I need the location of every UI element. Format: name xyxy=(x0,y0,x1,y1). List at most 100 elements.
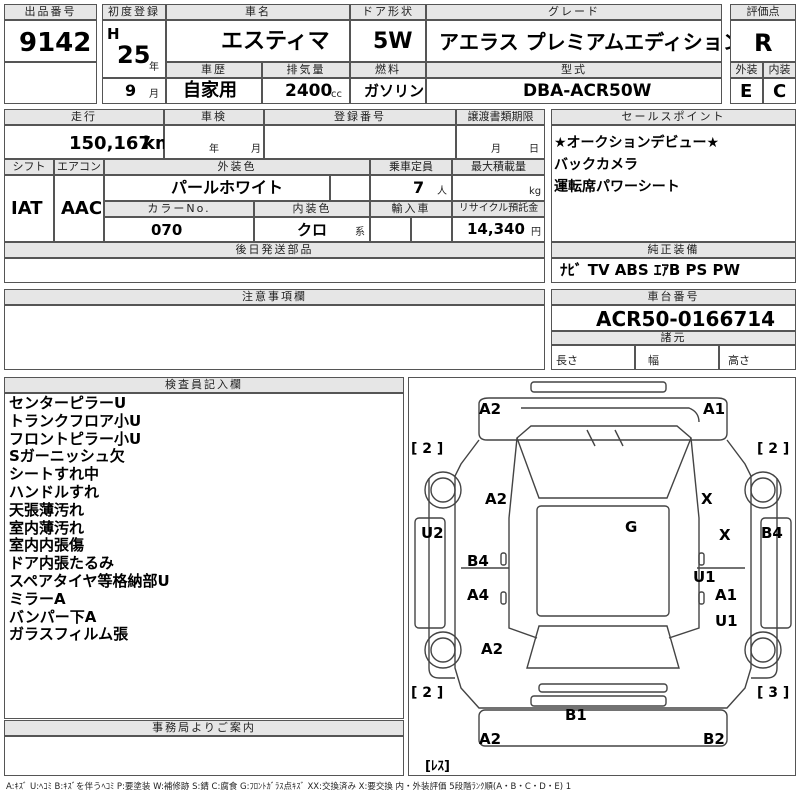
reg-no-header: 登録番号 xyxy=(264,109,456,125)
mileage-value: 150,167 xyxy=(69,133,151,154)
displacement-unit: cc xyxy=(331,89,342,100)
fuel-header: 燃料 xyxy=(350,62,426,78)
grade-cell: アエラス プレミアムエディション xyxy=(426,20,743,62)
import-header: 輸入車 xyxy=(370,201,452,217)
import-cell-2 xyxy=(411,217,452,242)
bracket-label: [ 2 ] xyxy=(411,685,444,701)
equipment-value: ﾅﾋﾞ TV ABS ｴｱB PS PW xyxy=(560,261,741,279)
lot-no-cell: 9142 xyxy=(4,20,97,62)
lot-no-blank xyxy=(4,62,97,104)
sales-point-header: セールスポイント xyxy=(551,109,796,125)
inspector-note: トランクフロア小U xyxy=(9,411,142,430)
ext-color-header: 外装色 xyxy=(104,159,370,175)
import-cell-1 xyxy=(370,217,411,242)
ext-color-value: パールホワイト xyxy=(171,178,284,197)
first-reg-cell: H 25 年 xyxy=(102,20,166,78)
history-header: 車歴 xyxy=(166,62,262,78)
sales-point-list: ★オークションデビュー★ バックカメラ 運転席パワーシート xyxy=(554,132,719,198)
shift-value: IAT xyxy=(11,198,43,219)
exterior-header: 外装 xyxy=(730,62,763,78)
inspector-note: ガラスフィルム張 xyxy=(9,625,129,644)
inspector-note: バンパー下A xyxy=(9,607,97,626)
first-reg-header: 初度登録 xyxy=(102,4,166,20)
month-value: 9 xyxy=(125,81,137,100)
color-no-value: 070 xyxy=(151,221,183,239)
grade-header: グレード xyxy=(426,4,722,20)
damage-mark: X xyxy=(719,526,731,544)
interior-header: 内装 xyxy=(763,62,796,78)
notes-header: 注意事項欄 xyxy=(4,289,545,305)
model-cell: DBA-ACR50W xyxy=(426,78,722,104)
inspector-box: センターピラーU トランクフロア小U フロントピラー小U Sガーニッシュ欠 シー… xyxy=(4,393,404,719)
grade-value: アエラス プレミアムエディション xyxy=(439,30,743,54)
recycle-value: 14,340 xyxy=(467,220,525,238)
displacement-value: 2400 xyxy=(285,81,333,101)
exterior-cell: E xyxy=(730,78,763,104)
chassis-value: ACR50-0166714 xyxy=(596,307,776,331)
interior-grade-value: C xyxy=(773,81,787,102)
aircon-cell: AAC xyxy=(54,175,104,242)
transfer-month-unit: 月 xyxy=(491,144,501,155)
int-color-cell: クロ 系 xyxy=(254,217,370,242)
bracket-label: [ 2 ] xyxy=(411,441,444,457)
damage-mark: X xyxy=(701,490,713,508)
legend-text: A:ｷｽﾞ U:ﾍｺﾐ B:ｷｽﾞを伴うﾍｺﾐ P:要塗装 W:補修跡 S:錆 … xyxy=(6,782,572,792)
car-name-header: 車名 xyxy=(166,4,350,20)
inspection-header: 車検 xyxy=(164,109,264,125)
recycle-header: リサイクル預託金 xyxy=(452,201,545,217)
office-header: 事務局よりご案内 xyxy=(4,720,404,736)
max-load-header: 最大積載量 xyxy=(452,159,545,175)
month-unit: 月 xyxy=(149,89,159,100)
fuel-value: ガソリン xyxy=(364,82,425,100)
damage-mark: A2 xyxy=(481,640,504,658)
inspector-note: ハンドルすれ xyxy=(9,482,100,501)
door-header: ドア形状 xyxy=(350,4,426,20)
capacity-value: 7 xyxy=(413,178,425,197)
int-color-unit: 系 xyxy=(355,227,365,238)
damage-mark: G xyxy=(625,518,638,536)
damage-mark: A1 xyxy=(703,400,726,418)
sales-point-item: バックカメラ xyxy=(554,157,638,173)
int-color-value: クロ xyxy=(297,221,328,239)
load-unit: kg xyxy=(529,186,542,197)
int-color-header: 内装色 xyxy=(254,201,370,217)
damage-mark: A2 xyxy=(479,400,502,418)
era-value: H xyxy=(107,25,120,43)
interior-cell: C xyxy=(763,78,796,104)
damage-mark: B4 xyxy=(467,552,489,570)
history-value: 自家用 xyxy=(183,80,237,101)
recycle-unit: 円 xyxy=(531,227,541,238)
parts-cell xyxy=(4,258,545,283)
ext-color-cell: パールホワイト xyxy=(104,175,330,201)
bracket-label: [ 2 ] xyxy=(757,441,790,457)
genuine-cell: ﾅﾋﾞ TV ABS ｴｱB PS PW xyxy=(551,258,796,283)
recycle-cell: 14,340 円 xyxy=(452,217,545,242)
max-load-cell: kg xyxy=(452,175,545,201)
year-value: 25 xyxy=(117,41,151,69)
inspector-note: ドア内張たるみ xyxy=(9,554,115,573)
height-cell: 高さ xyxy=(719,345,796,370)
inspector-note: センターピラーU xyxy=(9,394,127,412)
car-diagram: A2 A1 A2 X G U2 X B4 B4 U1 A4 A1 U1 A2 B… xyxy=(408,377,796,776)
damage-mark: A2 xyxy=(485,490,508,508)
length-label: 長さ xyxy=(556,354,578,367)
car-outline-svg xyxy=(414,381,792,747)
aircon-value: AAC xyxy=(61,198,103,219)
inspection-month-unit: 月 xyxy=(251,144,261,155)
shift-cell: IAT xyxy=(4,175,54,242)
lot-no-value: 9142 xyxy=(19,28,92,58)
chassis-cell: ACR50-0166714 xyxy=(551,305,796,331)
door-value: 5W xyxy=(373,29,413,54)
sales-point-box: ★オークションデビュー★ バックカメラ 運転席パワーシート xyxy=(551,125,796,242)
mileage-header: 走行 xyxy=(4,109,164,125)
length-cell: 長さ xyxy=(551,345,635,370)
model-value: DBA-ACR50W xyxy=(523,81,652,101)
inspector-note: 天張薄汚れ xyxy=(9,500,85,519)
specs-header: 諸元 xyxy=(551,331,796,345)
transfer-cell: 月 日 xyxy=(456,125,545,159)
bracket-label: [ 3 ] xyxy=(757,685,790,701)
displacement-cell: 2400 cc xyxy=(262,78,350,104)
capacity-cell: 7 人 xyxy=(370,175,452,201)
damage-mark: U1 xyxy=(693,568,716,586)
model-header: 型式 xyxy=(426,62,722,78)
